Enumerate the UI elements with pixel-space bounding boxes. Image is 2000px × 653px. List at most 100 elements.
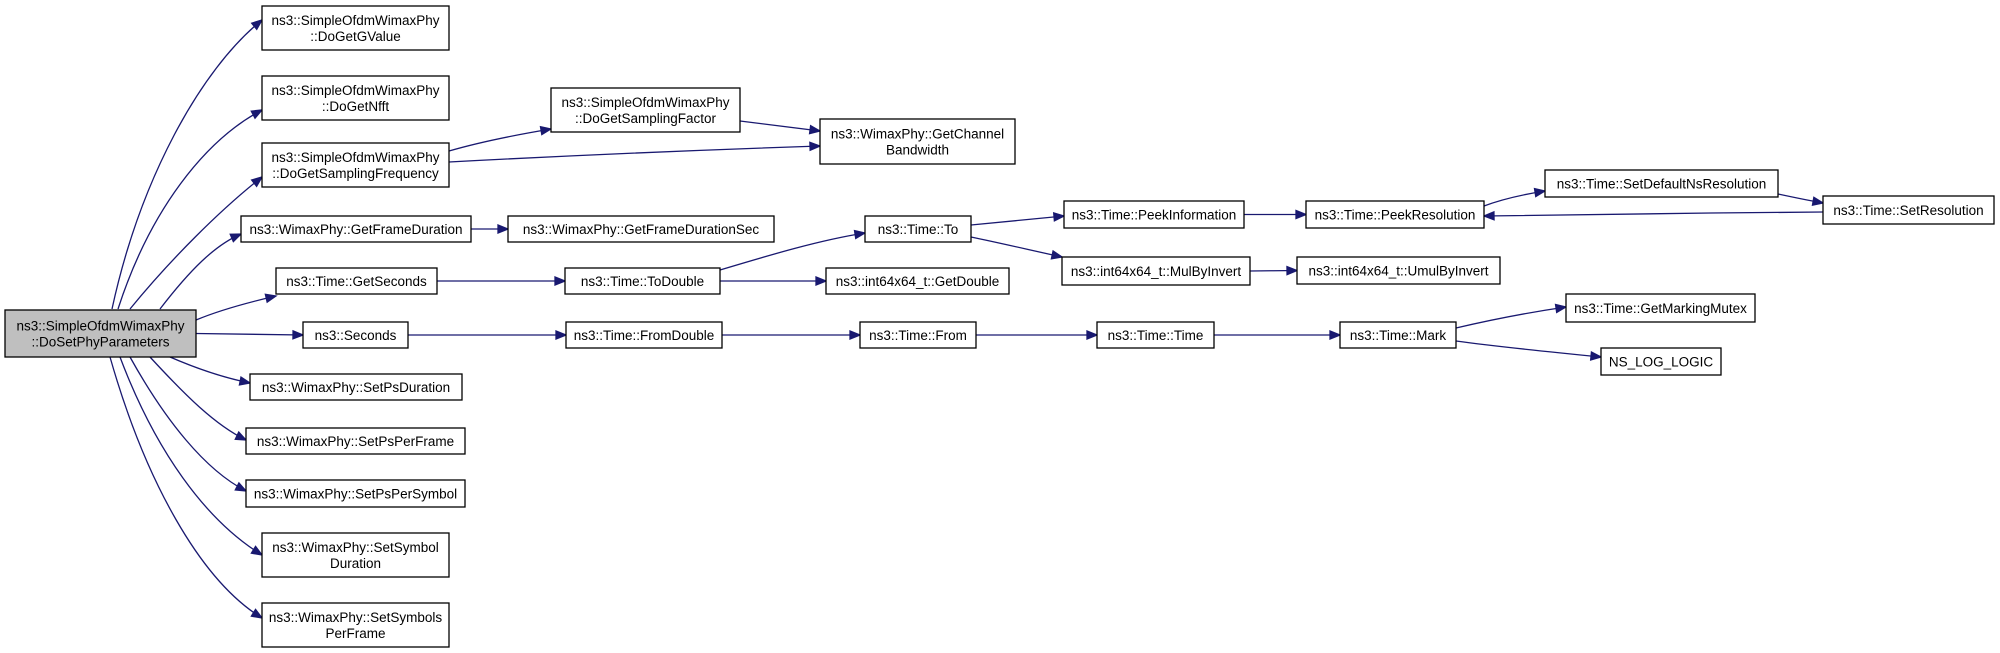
edge-root-to-seconds	[195, 332, 304, 336]
node-box[interactable]	[1544, 169, 1779, 198]
arrowhead	[250, 545, 264, 556]
node-box[interactable]	[819, 118, 1016, 165]
arrowhead	[853, 229, 867, 240]
node-box[interactable]	[275, 267, 438, 295]
node-label: ns3::WimaxPhy::SetSymbol	[272, 540, 439, 555]
node-box[interactable]	[261, 532, 450, 578]
node-box[interactable]	[261, 602, 450, 648]
node-mulbyinvert[interactable]: ns3::int64x64_t::MulByInvert	[1061, 256, 1251, 286]
node-getframedurationsec[interactable]: ns3::WimaxPhy::GetFrameDurationSec	[507, 215, 775, 243]
node-box[interactable]	[1600, 347, 1722, 376]
node-dogetsamplingfactor[interactable]: ns3::SimpleOfdmWimaxPhy::DoGetSamplingFa…	[550, 87, 741, 133]
node-setdefaultnsresolution[interactable]: ns3::Time::SetDefaultNsResolution	[1544, 169, 1779, 198]
node-box[interactable]	[859, 321, 977, 349]
node-label: ns3::Time::Time	[1108, 328, 1204, 343]
node-getdouble[interactable]: ns3::int64x64_t::GetDouble	[825, 267, 1010, 295]
node-box[interactable]	[245, 479, 466, 508]
node-todouble[interactable]: ns3::Time::ToDouble	[564, 267, 721, 295]
node-umulbyinvert[interactable]: ns3::int64x64_t::UmulByInvert	[1296, 256, 1501, 285]
node-fromdouble[interactable]: ns3::Time::FromDouble	[565, 321, 723, 349]
node-box[interactable]	[4, 309, 197, 358]
node-label: ns3::WimaxPhy::SetPsPerSymbol	[254, 487, 457, 502]
node-box[interactable]	[1339, 321, 1457, 349]
arrowhead	[229, 233, 243, 243]
node-box[interactable]	[302, 321, 409, 349]
node-box[interactable]	[1296, 256, 1501, 285]
node-label: ns3::SimpleOfdmWimaxPhy	[271, 150, 439, 165]
node-from[interactable]: ns3::Time::From	[859, 321, 977, 349]
node-box[interactable]	[507, 215, 775, 243]
node-getmarkingmutex[interactable]: ns3::Time::GetMarkingMutex	[1565, 293, 1756, 323]
node-time[interactable]: ns3::Time::Time	[1096, 321, 1215, 349]
node-label: ::DoGetGValue	[310, 29, 401, 44]
node-seconds[interactable]: ns3::Seconds	[302, 321, 409, 349]
edge-setresolution-to-peekresolution	[1483, 211, 1824, 217]
node-dogetnfft[interactable]: ns3::SimpleOfdmWimaxPhy::DoGetNfft	[261, 75, 450, 121]
node-box[interactable]	[1305, 200, 1485, 229]
node-label: PerFrame	[325, 626, 385, 641]
edge-root-to-dogetgvalue	[111, 19, 263, 310]
node-label: ns3::WimaxPhy::GetChannel	[831, 127, 1004, 142]
arrowhead	[1533, 187, 1547, 198]
arrowhead	[264, 293, 278, 304]
arrowhead	[1286, 265, 1299, 276]
node-box[interactable]	[565, 321, 723, 349]
node-label: Bandwidth	[886, 143, 949, 158]
node-to[interactable]: ns3::Time::To	[864, 215, 972, 243]
edge-to-to-mulbyinvert	[970, 236, 1063, 258]
arrowhead	[1589, 351, 1603, 361]
node-label: ::DoSetPhyParameters	[31, 335, 169, 350]
node-box[interactable]	[550, 87, 741, 133]
node-peekresolution[interactable]: ns3::Time::PeekResolution	[1305, 200, 1485, 229]
node-box[interactable]	[1061, 256, 1251, 286]
node-dogetsamplingfrequency[interactable]: ns3::SimpleOfdmWimaxPhy::DoGetSamplingFr…	[261, 142, 450, 188]
arrowhead	[539, 125, 553, 136]
arrowhead	[497, 224, 510, 234]
node-label: ns3::Time::PeekResolution	[1315, 208, 1476, 223]
node-box[interactable]	[249, 373, 463, 401]
arrowhead	[809, 141, 822, 152]
node-setpsperframe[interactable]: ns3::WimaxPhy::SetPsPerFrame	[245, 427, 466, 455]
node-setresolution[interactable]: ns3::Time::SetResolution	[1822, 195, 1995, 225]
arrowhead	[554, 276, 567, 286]
node-mark[interactable]: ns3::Time::Mark	[1339, 321, 1457, 349]
node-peekinformation[interactable]: ns3::Time::PeekInformation	[1063, 200, 1245, 229]
node-box[interactable]	[261, 75, 450, 121]
node-nsloglogic[interactable]: NS_LOG_LOGIC	[1600, 347, 1722, 376]
node-box[interactable]	[1565, 293, 1756, 323]
node-label: ::DoGetSamplingFactor	[575, 111, 717, 126]
node-box[interactable]	[564, 267, 721, 295]
edge-root-to-setpspersymbol	[129, 356, 247, 492]
edge-root-to-setsymbolduration	[119, 356, 263, 556]
node-getseconds[interactable]: ns3::Time::GetSeconds	[275, 267, 438, 295]
node-label: ns3::WimaxPhy::SetPsDuration	[262, 380, 450, 395]
node-box[interactable]	[864, 215, 972, 243]
node-box[interactable]	[1096, 321, 1215, 349]
node-box[interactable]	[261, 5, 450, 51]
node-label: ns3::Time::SetResolution	[1833, 203, 1983, 218]
node-box[interactable]	[825, 267, 1010, 295]
node-setpsduration[interactable]: ns3::WimaxPhy::SetPsDuration	[249, 373, 463, 401]
node-dogetgvalue[interactable]: ns3::SimpleOfdmWimaxPhy::DoGetGValue	[261, 5, 450, 51]
arrowhead	[1811, 196, 1825, 207]
node-label: NS_LOG_LOGIC	[1609, 355, 1714, 370]
node-box[interactable]	[245, 427, 466, 455]
node-getframeduration[interactable]: ns3::WimaxPhy::GetFrameDuration	[240, 215, 472, 243]
arrowhead	[815, 276, 828, 286]
node-label: ns3::SimpleOfdmWimaxPhy	[271, 13, 439, 28]
node-box[interactable]	[240, 215, 472, 243]
edge-dogetsamplingfrequency-to-getchannelbandwidth	[448, 145, 821, 163]
arrowhead	[849, 330, 862, 340]
node-root[interactable]: ns3::SimpleOfdmWimaxPhy::DoSetPhyParamet…	[4, 309, 197, 358]
node-box[interactable]	[261, 142, 450, 188]
edge-root-to-dogetsamplingfrequency	[129, 176, 263, 310]
arrowhead	[238, 376, 252, 386]
node-setpspersymbol[interactable]: ns3::WimaxPhy::SetPsPerSymbol	[245, 479, 466, 508]
node-label: ns3::Time::PeekInformation	[1072, 208, 1237, 223]
node-box[interactable]	[1822, 195, 1995, 225]
node-box[interactable]	[1063, 200, 1245, 229]
